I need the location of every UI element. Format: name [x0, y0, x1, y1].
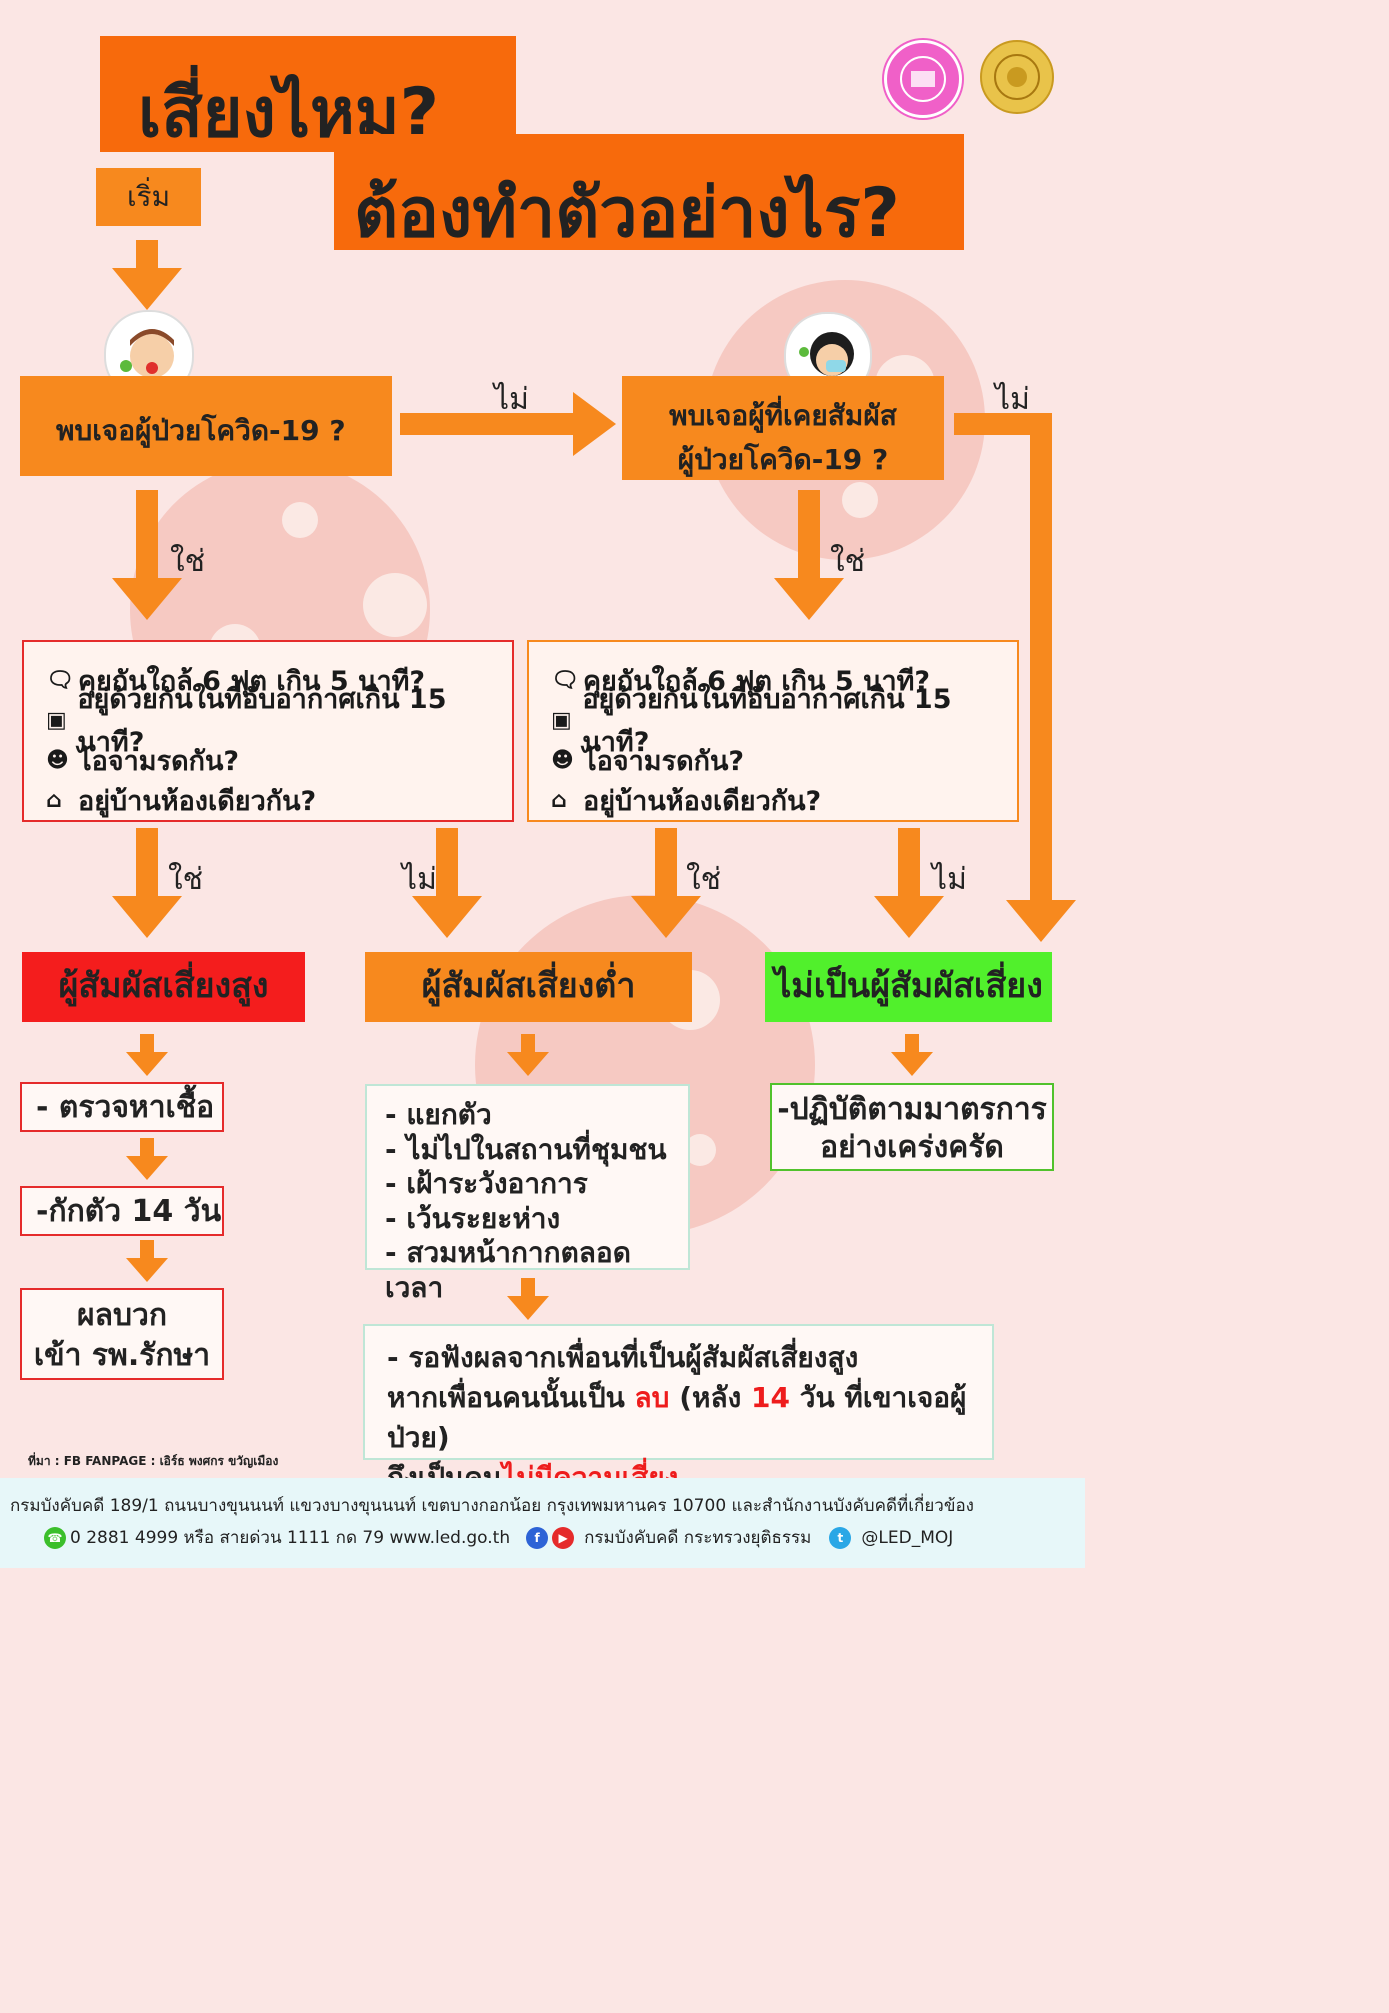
moj-logo: [980, 40, 1054, 114]
question-contact-exposure: พบเจอผู้ที่เคยสัมผัส ผู้ป่วยโควิด-19 ?: [622, 376, 944, 480]
exposure-checklist-contact: 🗨คุยกันใกล้ 6 ฟุต เกิน 5 นาที? ▣อยู่ด้วย…: [527, 640, 1019, 822]
flow-arrows: [112, 240, 1076, 1320]
action-test: - ตรวจหาเชื้อ: [20, 1082, 224, 1132]
exposure-checklist-patient: 🗨คุยกันใกล้ 6 ฟุต เกิน 5 นาที? ▣อยู่ด้วย…: [22, 640, 514, 822]
list-item: ▣อยู่ด้วยกันในที่อับอากาศเกิน 15 นาที?: [46, 684, 447, 758]
result-no-risk: ไม่เป็นผู้สัมผัสเสี่ยง: [765, 952, 1052, 1022]
cough-icon: ☻: [551, 747, 574, 773]
list-item: ▣อยู่ด้วยกันในที่อับอากาศเกิน 15 นาที?: [551, 684, 952, 758]
question2-line1: พบเจอผู้ที่เคยสัมผัส: [669, 399, 897, 432]
list-item: - เฝ้าระวังอาการ: [385, 1167, 588, 1200]
result-low-risk: ผู้สัมผัสเสี่ยงต่ำ: [365, 952, 692, 1022]
speech-icon: 🗨: [551, 667, 579, 693]
list-item: 🗨คุยกันใกล้ 6 ฟุต เกิน 5 นาที?: [46, 665, 426, 697]
label-no: ไม่: [402, 862, 437, 897]
label-no: ไม่: [494, 382, 529, 417]
wait-for-result-note: - รอฟังผลจากเพื่อนที่เป็นผู้สัมผัสเสี่ยง…: [363, 1324, 994, 1494]
question2-line2: ผู้ป่วยโควิด-19 ?: [677, 443, 889, 476]
house-icon: ⌂: [46, 787, 62, 813]
start-label: เริ่ม: [96, 168, 201, 226]
speech-icon: 🗨: [46, 667, 74, 693]
list-item: ⌂อยู่บ้านห้องเดียวกัน?: [551, 785, 822, 817]
house-icon: ⌂: [551, 787, 567, 813]
list-item: ☻ไอจามรดกัน?: [551, 745, 745, 777]
list-item: - เว้นระยะห่าง: [385, 1201, 561, 1235]
no-risk-action: -ปฏิบัติตามมาตรการ อย่างเคร่งครัด: [770, 1083, 1054, 1171]
label-yes: ใช่: [830, 544, 866, 579]
source-credit: ที่มา : FB FANPAGE : เอิร์ธ พงศกร ขวัญเม…: [28, 1454, 279, 1468]
list-item: - แยกตัว: [385, 1098, 492, 1131]
facebook-icon: f: [526, 1526, 549, 1549]
people-icon: ▣: [46, 707, 67, 733]
low-risk-actions: - แยกตัว - ไม่ไปในสถานที่ชุมชน - เฝ้าระว…: [365, 1084, 690, 1304]
question-covid-patient: พบเจอผู้ป่วยโควิด-19 ?: [20, 376, 392, 476]
twitter-icon: t: [829, 1526, 852, 1549]
list-item: ⌂อยู่บ้านห้องเดียวกัน?: [46, 785, 317, 817]
led-logo: [884, 40, 962, 118]
list-item: - สวมหน้ากากตลอดเวลา: [385, 1236, 631, 1304]
label-yes: ใช่: [686, 862, 722, 897]
footer-phone: 0 2881 4999 หรือ สายด่วน 1111 กด 79 www.…: [70, 1528, 511, 1548]
footer-contacts: ☎ 0 2881 4999 หรือ สายด่วน 1111 กด 79 ww…: [44, 1524, 953, 1551]
title-line2-box: ต้องทำตัวอย่างไร?: [334, 134, 964, 253]
people-icon: ▣: [551, 707, 572, 733]
action-quarantine: -กักตัว 14 วัน: [20, 1186, 224, 1236]
result-high-risk: ผู้สัมผัสเสี่ยงสูง: [22, 952, 305, 1022]
label-yes: ใช่: [168, 862, 204, 897]
phone-icon: ☎: [44, 1526, 66, 1549]
label-no: ไม่: [932, 862, 967, 897]
title-line1-box: เสี่ยงไหม?: [100, 36, 516, 153]
youtube-icon: ▶: [552, 1526, 575, 1549]
footer-twitter: @LED_MOJ: [861, 1527, 954, 1548]
label-yes: ใช่: [170, 544, 206, 579]
list-item: ☻ไอจามรดกัน?: [46, 745, 240, 777]
footer-facebook: กรมบังคับคดี กระทรวงยุติธรรม: [584, 1528, 812, 1548]
title-line2: ต้องทำตัวอย่างไร?: [354, 174, 900, 253]
list-item: 🗨คุยกันใกล้ 6 ฟุต เกิน 5 นาที?: [551, 665, 931, 697]
label-no: ไม่: [995, 382, 1030, 417]
footer: กรมบังคับคดี 189/1 ถนนบางขุนนนท์ แขวงบาง…: [0, 1478, 1085, 1568]
list-item: - ไม่ไปในสถานที่ชุมชน: [385, 1132, 667, 1166]
footer-address: กรมบังคับคดี 189/1 ถนนบางขุนนนท์ แขวงบาง…: [10, 1496, 974, 1516]
action-hospital: ผลบวก เข้า รพ.รักษา: [20, 1288, 224, 1380]
cough-icon: ☻: [46, 747, 69, 773]
